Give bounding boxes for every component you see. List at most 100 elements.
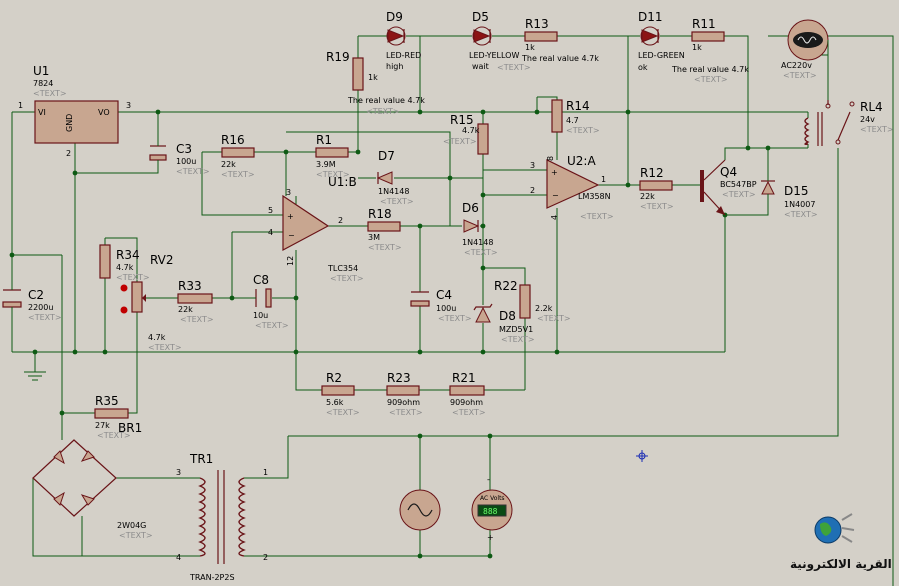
- led-d11[interactable]: D11 LED-GREEN ok: [638, 10, 685, 72]
- r11-text: <TEXT>: [694, 75, 728, 84]
- q4-value: BC547BP: [720, 180, 757, 189]
- u1-value: 7824: [33, 79, 53, 88]
- u1b-ref: U1:B: [328, 175, 357, 189]
- resistor-r19[interactable]: R19 1k The real value 4.7k <TEXT>: [326, 50, 425, 116]
- capacitor-c3[interactable]: C3 100u <TEXT>: [149, 142, 210, 176]
- d7-value: 1N4148: [378, 187, 409, 196]
- zener-d8[interactable]: D8 MZD5V1 <TEXT>: [473, 303, 535, 344]
- r1-text: <TEXT>: [316, 170, 350, 179]
- q4-ref: Q4: [720, 165, 737, 179]
- r13-value: 1k: [525, 43, 535, 52]
- resistor-r1[interactable]: R1 3.9M <TEXT>: [315, 133, 350, 179]
- c4-ref: C4: [436, 288, 452, 302]
- led-d5[interactable]: D5 LED-YELLOW wait: [469, 10, 519, 71]
- resistor-r2[interactable]: R2 5.6k <TEXT>: [321, 371, 360, 417]
- r21-text: <TEXT>: [452, 408, 486, 417]
- r16-value: 22k: [221, 160, 236, 169]
- u2a-pin3: 3: [530, 161, 535, 170]
- resistor-r12[interactable]: R12 22k <TEXT>: [639, 166, 674, 211]
- capacitor-c8[interactable]: C8 10u <TEXT>: [253, 273, 289, 330]
- junction-dots: [9, 109, 771, 559]
- d8-text: <TEXT>: [501, 335, 535, 344]
- transistor-q4[interactable]: Q4 BC547BP <TEXT>: [694, 159, 757, 216]
- resistor-r18[interactable]: R18 3M <TEXT>: [367, 207, 402, 252]
- r19-ref: R19: [326, 50, 350, 64]
- u1b-pin4: 4: [268, 228, 273, 237]
- rl4-ref: RL4: [860, 100, 883, 114]
- rv2-value: 4.7k: [148, 333, 166, 342]
- u1b-pin3: 3: [286, 188, 291, 197]
- br1-text: <TEXT>: [119, 531, 153, 540]
- r15-value: 4.7k: [462, 126, 480, 135]
- bridge-rectifier-br1[interactable]: BR1 2W04G <TEXT>: [32, 421, 153, 540]
- r11-ref: R11: [692, 17, 716, 31]
- resistor-r34[interactable]: R34 4.7k <TEXT>: [99, 244, 150, 282]
- lamp-icon[interactable]: AC220v <TEXT>: [768, 19, 829, 80]
- u1-pin-gnd: 2: [66, 149, 71, 158]
- r35-ref: R35: [95, 394, 119, 408]
- voltmeter-minus: -: [487, 475, 490, 484]
- d6-value: 1N4148: [462, 238, 493, 247]
- c2-text: <TEXT>: [28, 313, 62, 322]
- diode-d7[interactable]: D7 1N4148 <TEXT>: [376, 149, 414, 206]
- resistor-r22[interactable]: R22 2.2k <TEXT>: [494, 279, 571, 323]
- u1b-pin2: 2: [338, 216, 343, 225]
- capacitor-c4[interactable]: C4 100u <TEXT>: [410, 288, 472, 323]
- relay-rl4[interactable]: RL4 24v <TEXT>: [804, 100, 894, 146]
- r12-ref: R12: [640, 166, 664, 180]
- r19-text: <TEXT>: [366, 107, 400, 116]
- r2-text: <TEXT>: [326, 408, 360, 417]
- r23-ref: R23: [387, 371, 411, 385]
- br1-value: 2W04G: [117, 521, 146, 530]
- resistor-r16[interactable]: R16 22k <TEXT>: [221, 133, 255, 179]
- ac-source-icon[interactable]: [399, 489, 441, 531]
- diode-d15[interactable]: D15 1N4007 <TEXT>: [761, 178, 818, 219]
- u2a-pin4: 4: [550, 215, 559, 220]
- r1-value: 3.9M: [316, 160, 336, 169]
- r22-text: <TEXT>: [537, 314, 571, 323]
- r23-value: 909ohm: [387, 398, 420, 407]
- u2a-value: LM358N: [578, 192, 611, 201]
- d15-value: 1N4007: [784, 200, 815, 209]
- r12-text: <TEXT>: [640, 202, 674, 211]
- d5-ref: D5: [472, 10, 489, 24]
- r16-ref: R16: [221, 133, 245, 147]
- opamp-u2a[interactable]: + − 8 3 2 1 4 U2:A LM358N <TEXT>: [530, 154, 614, 221]
- resistor-r11[interactable]: R11 1k The real value 4.7k <TEXT>: [671, 17, 749, 84]
- u2a-pin1: 1: [601, 175, 606, 184]
- r11-value: 1k: [692, 43, 702, 52]
- resistor-r23[interactable]: R23 909ohm <TEXT>: [386, 371, 423, 417]
- transformer-tr1[interactable]: 3 4 1 2 TR1 TRAN-2P2S: [176, 452, 268, 582]
- resistor-r14[interactable]: R14 4.7 <TEXT>: [551, 99, 600, 135]
- resistor-r21[interactable]: R21 909ohm <TEXT>: [449, 371, 486, 417]
- r21-value: 909ohm: [450, 398, 483, 407]
- resistor-r35[interactable]: R35 27k <TEXT>: [94, 394, 131, 440]
- regulator-u1[interactable]: VI VO GND 1 3 2 U1 7824 <TEXT>: [18, 64, 131, 158]
- u2a-plus-icon: +: [551, 168, 558, 177]
- u2a-pin2: 2: [530, 186, 535, 195]
- ac-voltmeter[interactable]: AC Volts 888 - +: [471, 475, 513, 542]
- opamp-u1b[interactable]: + − 3 5 4 2 12 U1:B TLC354 <TEXT>: [268, 175, 364, 283]
- potentiometer-rv2[interactable]: RV2 4.7k <TEXT>: [120, 253, 182, 352]
- r22-value: 2.2k: [535, 304, 553, 313]
- led-d9[interactable]: D9 LED-RED high: [386, 10, 421, 71]
- r23-text: <TEXT>: [389, 408, 423, 417]
- site-logo: القرية الالكترونية: [790, 513, 892, 572]
- capacitor-c2[interactable]: C2 2200u <TEXT>: [2, 286, 62, 322]
- resistor-r13[interactable]: R13 1k The real value 4.7k <TEXT>: [497, 17, 599, 72]
- r15-ref: R15: [450, 113, 474, 127]
- r15-text: <TEXT>: [443, 137, 477, 146]
- resistor-r33[interactable]: R33 22k <TEXT>: [177, 279, 214, 324]
- u2a-pin8: 8: [546, 156, 555, 161]
- diode-d6[interactable]: D6 1N4148 <TEXT>: [462, 201, 498, 257]
- resistor-r15[interactable]: R15 4.7k <TEXT>: [443, 113, 489, 155]
- ground-icon: [24, 371, 46, 381]
- tr1-value: TRAN-2P2S: [189, 573, 235, 582]
- r18-text: <TEXT>: [368, 243, 402, 252]
- d9-text: high: [386, 62, 403, 71]
- r33-ref: R33: [178, 279, 202, 293]
- u1-vo-label: VO: [98, 108, 110, 117]
- r33-value: 22k: [178, 305, 193, 314]
- d5-text: wait: [472, 62, 489, 71]
